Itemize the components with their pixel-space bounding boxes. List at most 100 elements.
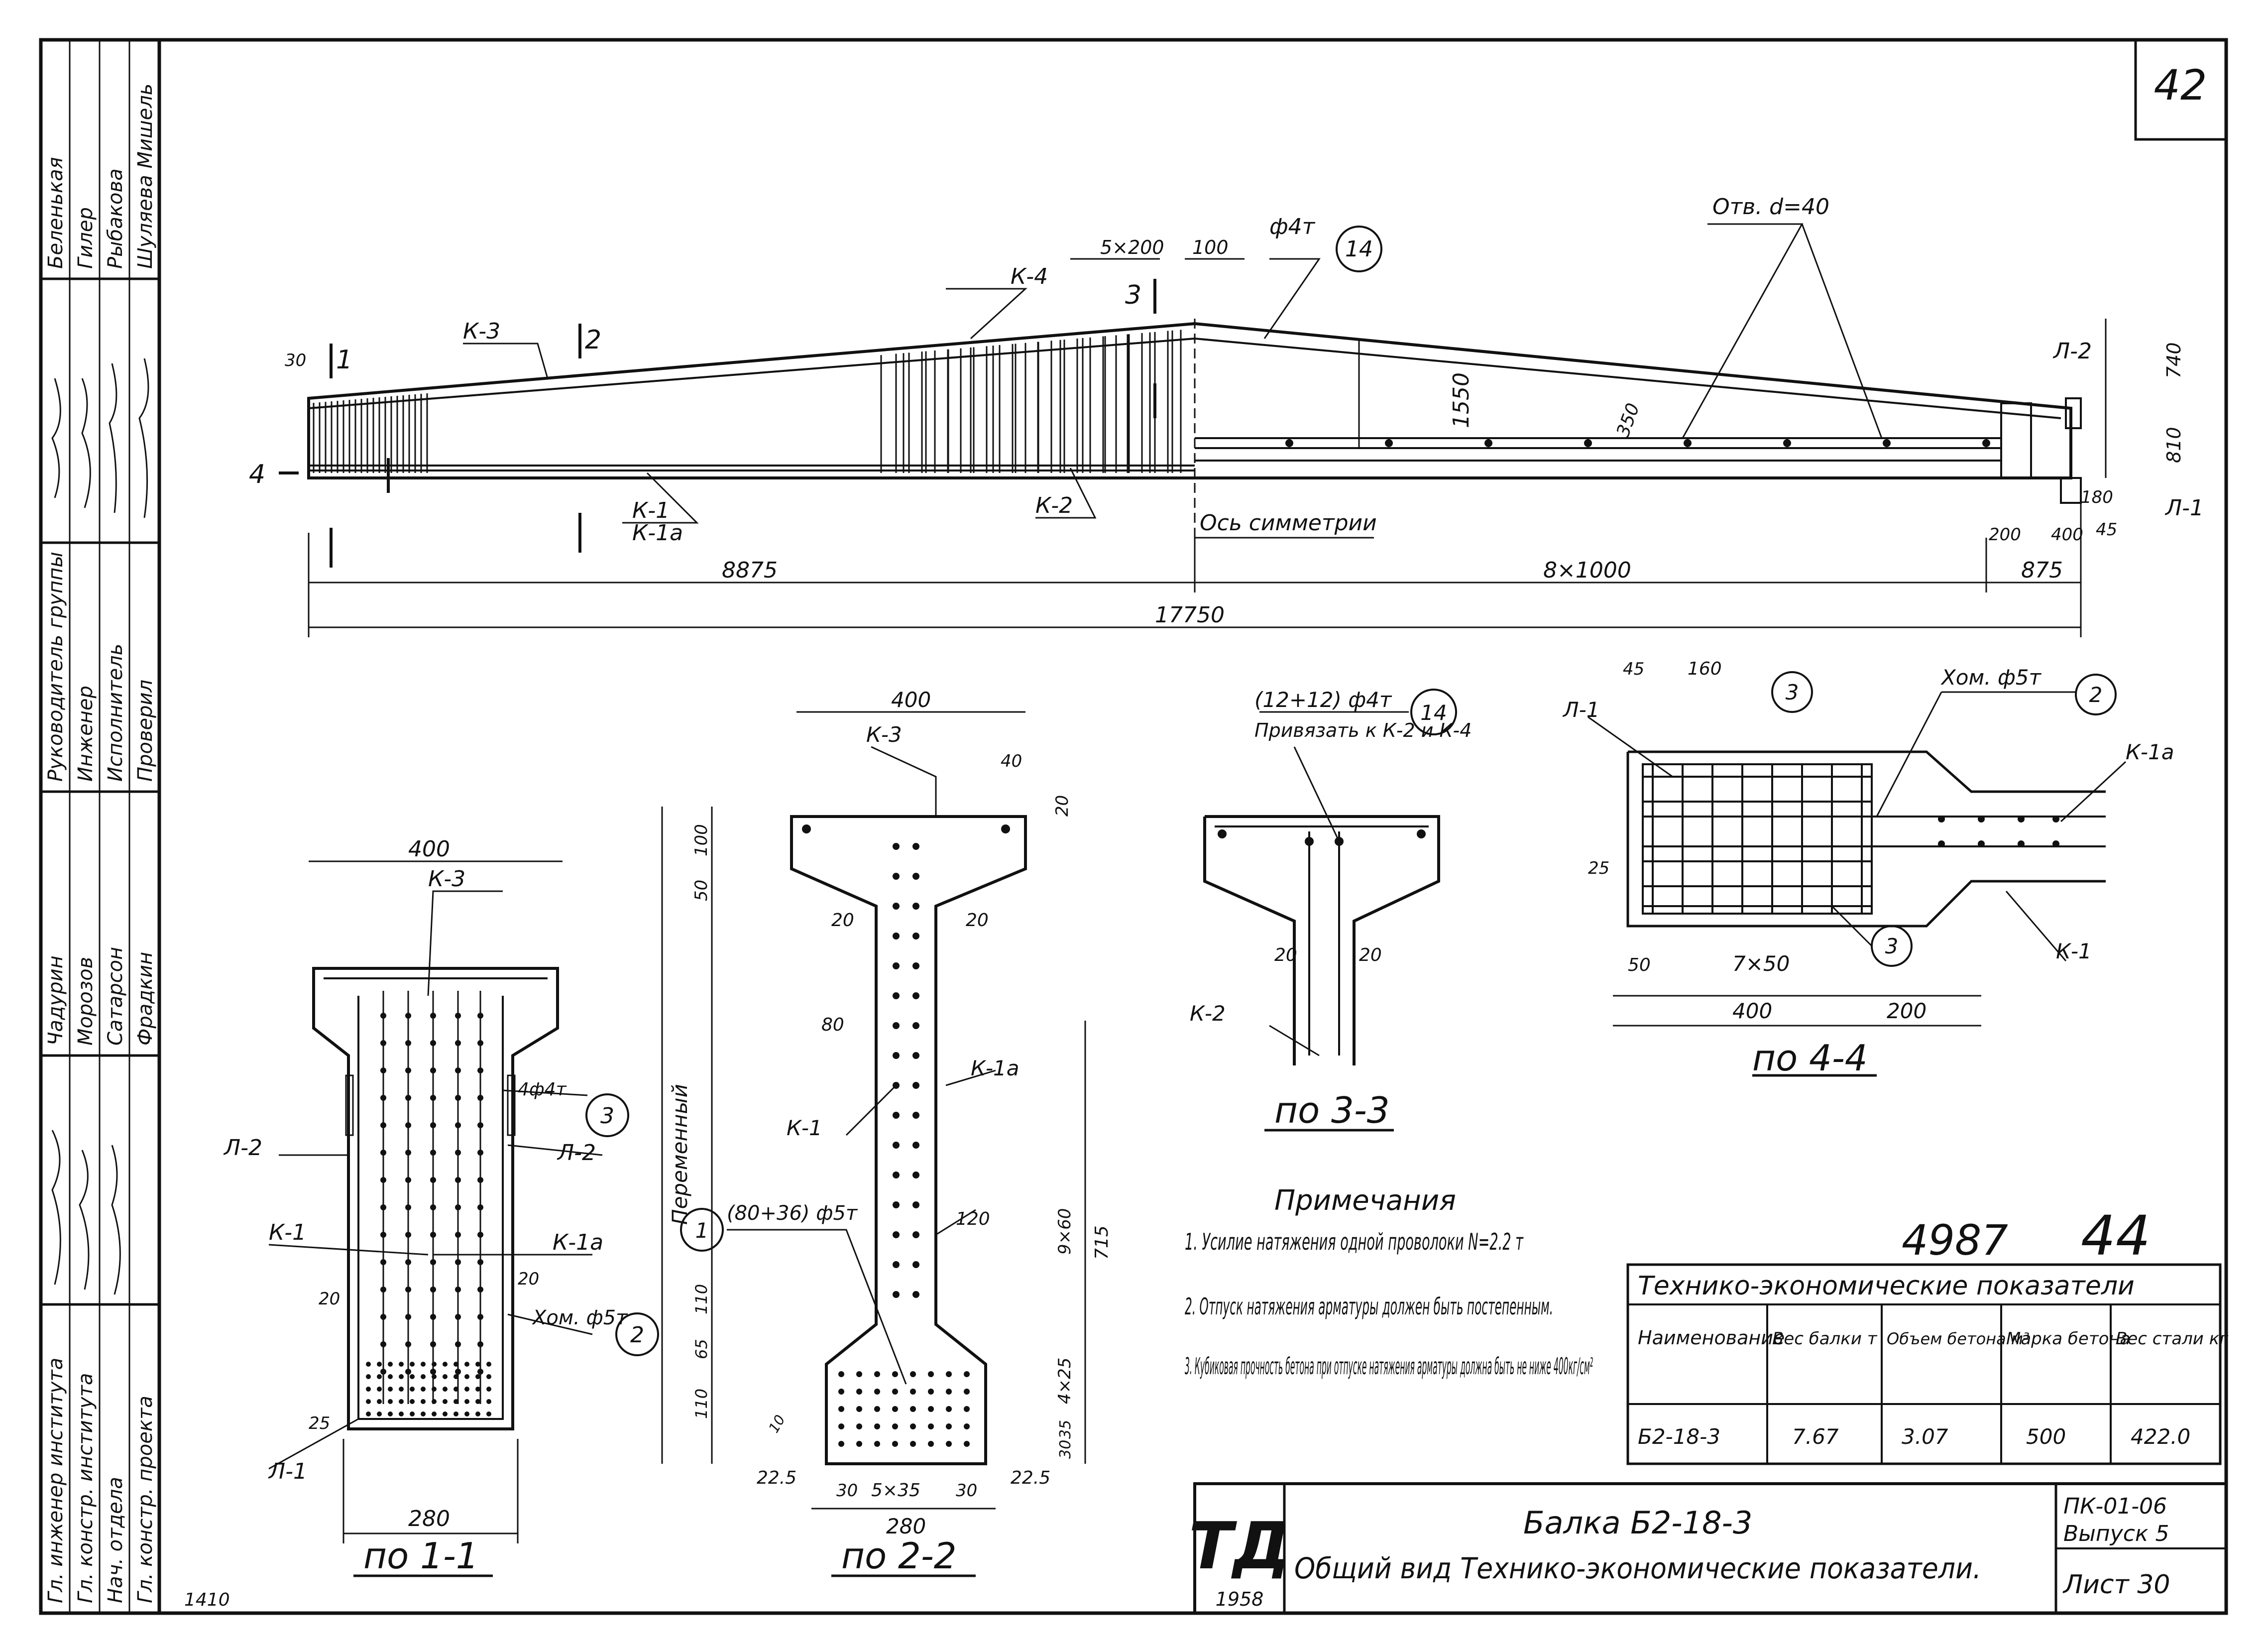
sec1-stirrup: Хом. ф5т xyxy=(532,1306,628,1329)
bar-dot xyxy=(477,1122,483,1128)
stirrups xyxy=(313,330,1182,473)
left-stamp: Беленькая Гилер Рыбакова Шуляева Мишель … xyxy=(44,84,157,1603)
hole-mark xyxy=(1584,439,1592,447)
stamp-name-1: Беленькая xyxy=(44,157,67,269)
hole-mark xyxy=(1883,439,1891,447)
bar-dot xyxy=(912,1261,919,1268)
bar-dot xyxy=(455,1314,461,1320)
sec4-160: 160 xyxy=(1688,659,1722,679)
bar-dot xyxy=(893,1022,900,1029)
elev-k1a: К-1а xyxy=(632,520,683,546)
sec2-dim-280: 280 xyxy=(886,1514,926,1538)
elev-hole: Отв. d=40 xyxy=(1712,194,1829,220)
section-4-4 xyxy=(1588,671,2127,1077)
bar-dot xyxy=(1978,840,1985,847)
bar-dot xyxy=(454,1362,458,1367)
bar-dot xyxy=(380,1067,386,1073)
bar-dot xyxy=(912,1201,919,1208)
sec4-stirrup: Хом. ф5т xyxy=(1940,665,2041,690)
bar-dot xyxy=(443,1387,448,1392)
beam-elevation xyxy=(279,223,2107,637)
stamp-name-4: Шуляева Мишель xyxy=(134,84,157,269)
notes-heading: Примечания xyxy=(1274,1184,1456,1217)
sec2-110b: 110 xyxy=(692,1389,711,1419)
bar-dot xyxy=(486,1399,491,1404)
bar-dot xyxy=(421,1387,426,1392)
sec4-dim-200: 200 xyxy=(1887,999,1927,1023)
signature-2 xyxy=(51,1130,121,1295)
stamp-role-2: Гл. констр. института xyxy=(74,1373,97,1603)
bar-dot xyxy=(892,1371,898,1377)
elev-dim-17750: 17750 xyxy=(1155,602,1225,628)
bar-dot xyxy=(405,1013,411,1019)
stamp-role-4: Гл. констр. проекта xyxy=(134,1396,157,1603)
sec1-25: 25 xyxy=(309,1413,330,1433)
bar-dot xyxy=(856,1389,862,1395)
bar-dot xyxy=(377,1387,382,1392)
bar-dot xyxy=(430,1369,436,1375)
bar-dot xyxy=(892,1389,898,1395)
bar-dot xyxy=(912,1291,919,1298)
bar-dot xyxy=(430,1067,436,1073)
bar-dot xyxy=(366,1411,371,1416)
title-block-text: ТД 1958 Балка Б2-18-3 Общий вид Технико-… xyxy=(184,1494,2170,1610)
tech-header-3: Объем бетона м³ xyxy=(1887,1329,2030,1348)
drawing-title: Балка Б2-18-3 xyxy=(1523,1505,1752,1541)
sec3-caption: по 3-3 xyxy=(1274,1089,1390,1131)
sec3-k2: К-2 xyxy=(1190,1001,1226,1026)
bar-dot xyxy=(366,1362,371,1367)
bar-dot xyxy=(893,1052,900,1059)
bar-dot xyxy=(405,1177,411,1183)
bar-dot xyxy=(910,1371,916,1377)
year: 1958 xyxy=(1216,1588,1264,1610)
bar-dot xyxy=(964,1371,970,1377)
bar-dot xyxy=(430,1314,436,1320)
bar-dot xyxy=(455,1095,461,1101)
bar-dot xyxy=(893,1261,900,1268)
bar-dot xyxy=(430,1177,436,1183)
bar-dot xyxy=(430,1259,436,1265)
bar-dot xyxy=(421,1362,426,1367)
bar-dot xyxy=(477,1341,483,1347)
sec4-caption: по 4-4 xyxy=(1752,1037,1868,1079)
elev-k3: К-3 xyxy=(463,319,500,344)
hole-mark xyxy=(1484,439,1492,447)
sec2-k3: К-3 xyxy=(866,722,902,747)
bar-dot xyxy=(464,1399,469,1404)
section-2-2 xyxy=(661,711,1086,1577)
bar-dot xyxy=(380,1232,386,1238)
hole-mark xyxy=(1982,439,1990,447)
bar-dot xyxy=(388,1399,393,1404)
tech-cell-2: 7.67 xyxy=(1792,1424,1839,1449)
bar-dot xyxy=(964,1441,970,1447)
bar-dot xyxy=(486,1374,491,1379)
bar-dot xyxy=(477,1095,483,1101)
holes xyxy=(1285,439,1990,447)
stamp-name-6: Морозов xyxy=(74,957,97,1046)
bar-dot xyxy=(856,1371,862,1377)
sec1-20b: 20 xyxy=(518,1269,539,1289)
bar-dot xyxy=(455,1040,461,1046)
inventory-number: 1410 xyxy=(184,1590,230,1610)
bar-dot xyxy=(405,1341,411,1347)
bar-dot xyxy=(432,1399,437,1404)
sec1-20a: 20 xyxy=(319,1289,340,1309)
sec1-pos2: 2 xyxy=(630,1322,644,1348)
sheet-label: Лист 30 xyxy=(2062,1570,2170,1600)
bar-dot xyxy=(388,1411,393,1416)
elev-dim-875: 875 xyxy=(2021,558,2063,583)
sec2-pos1: 1 xyxy=(695,1218,709,1243)
elev-1550: 1550 xyxy=(1449,372,1474,428)
bar-dot xyxy=(912,1052,919,1059)
bar-dot xyxy=(838,1389,844,1395)
bar-dot xyxy=(893,873,900,880)
bar-dot xyxy=(455,1013,461,1019)
elev-axis: Ось симметрии xyxy=(1200,510,1377,536)
bar-dot xyxy=(405,1314,411,1320)
bar-dot xyxy=(892,1441,898,1447)
bar-dot xyxy=(380,1259,386,1265)
section-4-labels: Л-1 45 160 3 Хом. ф5т 2 К-1а 25 50 7×50 … xyxy=(1562,659,2174,1079)
sec2-80: 80 xyxy=(821,1015,844,1035)
bar-dot xyxy=(486,1411,491,1416)
bar-dot xyxy=(946,1441,952,1447)
